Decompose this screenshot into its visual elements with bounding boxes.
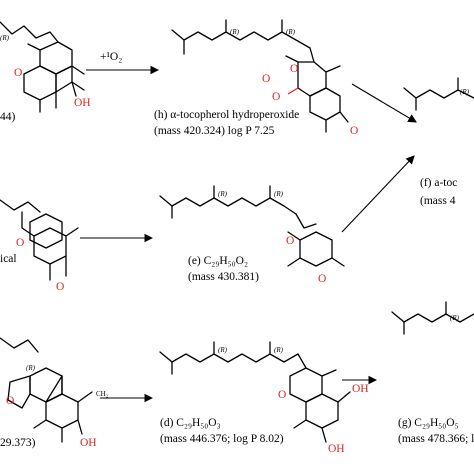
peroxide-o2: O: [262, 73, 270, 85]
hydroxyl-d2: OH: [328, 443, 345, 455]
compound-d: (R) (R) OH OH O (d) C₂₉H₅₀O₃ (mass 446.3…: [159, 341, 369, 455]
compound-g: (R) (g) C₂₉H₅₀O₅ (mass 478.366; l: [391, 301, 474, 445]
compound-left-bottom: (R) CH₂ O OH 29.373): [0, 337, 109, 449]
compound-e-mass: (mass 430.381): [188, 271, 259, 283]
singlet-oxygen-label: +¹O₂: [100, 51, 122, 63]
arrow-h-to-right: [351, 83, 417, 123]
compound-d-formula: (d) C₂₉H₅₀O₃: [160, 417, 221, 429]
ring-oxygen: O: [14, 67, 22, 79]
compound-g-mass: (mass 478.366; l: [398, 433, 474, 445]
stereo-h-2: (R): [286, 28, 296, 36]
compound-d-props: (mass 446.376; log P 8.02): [160, 433, 284, 445]
compound-e: (R) (R) O O (e) C₂₉H₅₀O₂ (mass 430.381): [159, 185, 345, 285]
stereo-d-1: (R): [218, 346, 228, 354]
compound-g-formula: (g) C₂₉H₅₀O₅: [398, 417, 459, 429]
ring-oxygen-h: O: [290, 63, 298, 75]
quinone-o2: O: [318, 273, 326, 285]
compound-h: (R) (R) O O O O (h) α-tocopherol hydrope…: [154, 19, 358, 137]
radical-oxygen: O: [56, 281, 64, 293]
compound-f-name: (f) a-toc: [420, 177, 457, 189]
left-top-fragment: 44): [0, 111, 16, 123]
compound-f: (f) a-toc (mass 4: [420, 177, 457, 207]
stereo-d-2: (R): [274, 346, 284, 354]
arrow-e-to-f: [341, 155, 415, 233]
left-bottom-fragment: 29.373): [0, 437, 36, 449]
stereo-label: (R): [0, 34, 10, 42]
compound-f-mass: (mass 4: [420, 195, 456, 207]
compound-h-props: (mass 420.324) log P 7.25: [154, 125, 275, 137]
peroxide-o1: O: [272, 91, 280, 103]
compound-left-mid: O ical O: [0, 199, 79, 293]
compound-left-top: (R) O OH 44): [0, 21, 91, 123]
stereo-e-1: (R): [218, 190, 228, 198]
quinone-o1: O: [286, 235, 294, 247]
stereo-h-1: (R): [230, 28, 240, 36]
ring-oxygen-bottom: O: [6, 395, 14, 407]
stereo-right-top: (R): [460, 88, 470, 96]
left-mid-fragment: ical: [0, 253, 17, 265]
hydroxyl-label: OH: [74, 97, 91, 109]
ketone-o: O: [350, 125, 358, 137]
stereo-label-left-bottom: (R): [26, 364, 36, 372]
ring-oxygen-d: O: [278, 389, 286, 401]
ch2-label: CH₂: [96, 390, 109, 398]
stereo-g: (R): [450, 314, 460, 322]
ring-oxygen-mid: O: [16, 237, 24, 249]
compound-h-name: (h) α-tocopherol hydroperoxide: [154, 109, 299, 121]
stereo-e-2: (R): [274, 190, 284, 198]
hydroxyl-d1: OH: [352, 383, 369, 395]
compound-right-top: (R): [403, 77, 474, 111]
compound-e-formula: (e) C₂₉H₅₀O₂: [188, 255, 248, 267]
hydroxyl-bottom: OH: [80, 437, 97, 449]
